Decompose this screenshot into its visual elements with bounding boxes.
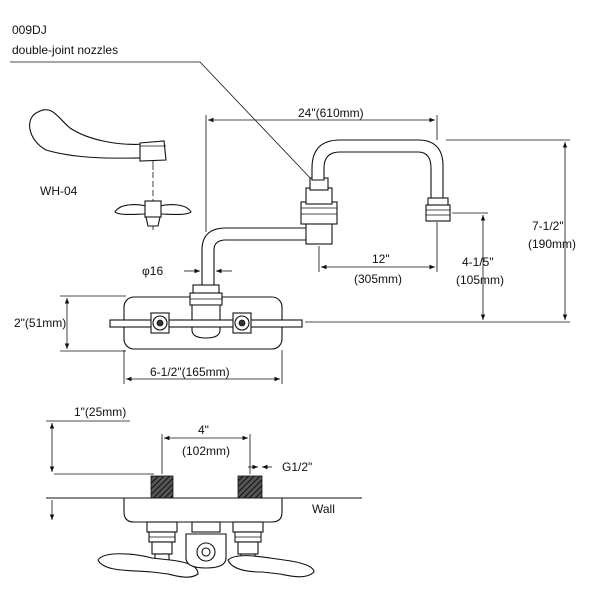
total-height-mm-label: (190mm)	[528, 237, 576, 251]
inlet-thread-left	[150, 475, 174, 499]
nozzle-reach-mm-label: (305mm)	[354, 272, 402, 286]
spout-reach-label: 24"(610mm)	[298, 106, 364, 120]
wall-offset-label: 1"(25mm)	[74, 405, 126, 419]
spout-assembly	[201, 139, 451, 291]
wrist-handle-side-view	[29, 109, 167, 170]
wall-label: Wall	[312, 502, 335, 516]
faucet-body-top-view	[97, 475, 315, 578]
nozzle-reach-in-label: 12"	[372, 252, 390, 266]
model-code: 009DJ	[12, 23, 47, 37]
handle-label: WH-04	[40, 184, 78, 198]
centers-in-label: 4"	[198, 423, 209, 437]
model-description: double-joint nozzles	[12, 43, 118, 57]
nozzle-leader-line	[199, 61, 315, 183]
plate-height-label: 2"(51mm)	[14, 316, 66, 330]
nozzle-height-in-label: 4-1/5"	[462, 255, 494, 269]
pipe-diameter-label: φ16	[142, 264, 163, 278]
inlet-thread-right	[237, 475, 263, 499]
thread-label: G1/2"	[282, 460, 312, 474]
wrist-handle-top-view	[114, 200, 192, 227]
faucet-body-front	[109, 284, 303, 350]
plate-width-label: 6-1/2"(165mm)	[150, 365, 230, 379]
centers-mm-label: (102mm)	[182, 444, 230, 458]
total-height-in-label: 7-1/2"	[532, 219, 564, 233]
nozzle-height-mm-label: (105mm)	[456, 273, 504, 287]
